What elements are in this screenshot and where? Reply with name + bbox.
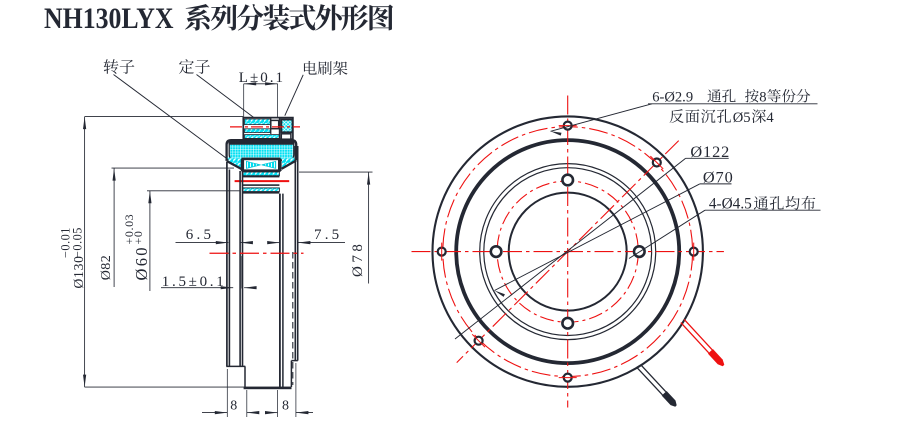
svg-text:Ø70: Ø70 xyxy=(703,168,734,187)
svg-text:−0.01: −0.01 xyxy=(59,227,73,258)
svg-text:6-Ø2.9: 6-Ø2.9 xyxy=(652,89,693,105)
svg-text:1.5±0.1: 1.5±0.1 xyxy=(162,274,227,290)
svg-text:8: 8 xyxy=(230,399,237,414)
svg-text:+0.03: +0.03 xyxy=(122,214,136,245)
svg-text:4: 4 xyxy=(766,110,774,126)
svg-text:8: 8 xyxy=(282,399,289,414)
svg-text:NH130LYX: NH130LYX xyxy=(44,2,174,35)
svg-text:L±0.1: L±0.1 xyxy=(239,70,285,86)
svg-text:7.5: 7.5 xyxy=(314,227,342,243)
svg-text:Ø78: Ø78 xyxy=(350,241,366,277)
svg-text:Ø130: Ø130 xyxy=(71,255,86,288)
svg-text:+0: +0 xyxy=(131,231,145,245)
svg-text:Ø82: Ø82 xyxy=(99,255,114,281)
svg-text:8: 8 xyxy=(759,89,766,105)
svg-text:4-Ø4.5: 4-Ø4.5 xyxy=(709,196,752,213)
svg-text:6.5: 6.5 xyxy=(186,227,214,243)
svg-text:−0.05: −0.05 xyxy=(71,227,85,258)
svg-text:Ø60: Ø60 xyxy=(132,245,151,280)
svg-text:Ø122: Ø122 xyxy=(690,142,730,161)
svg-text:Ø5: Ø5 xyxy=(733,110,751,126)
